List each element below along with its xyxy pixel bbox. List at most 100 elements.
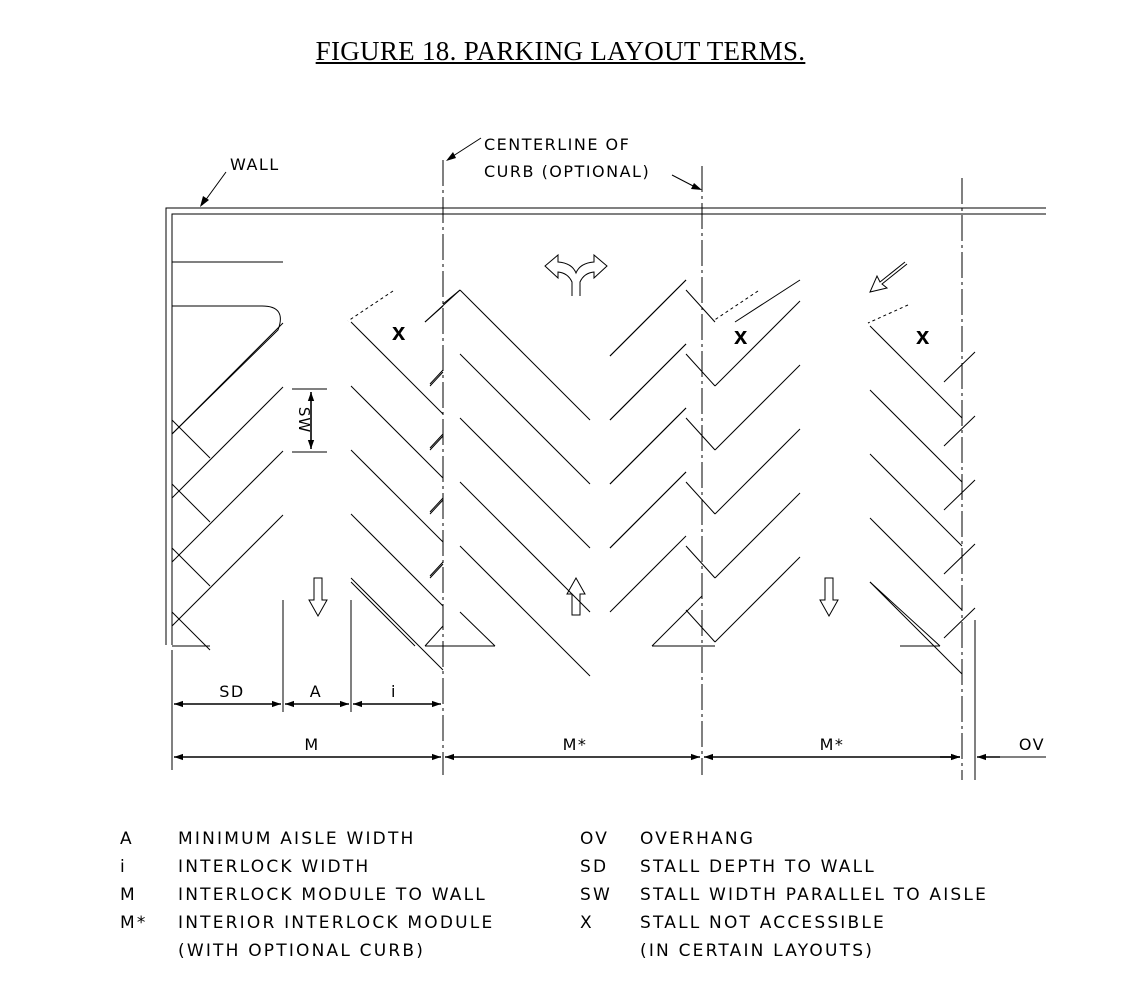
legend-code-m-star: M* xyxy=(120,913,148,933)
stall-line-54 xyxy=(714,492,801,579)
stall-line-48 xyxy=(685,481,716,515)
stall-line-40 xyxy=(609,407,687,485)
stall-line-28 xyxy=(429,433,444,449)
stall-line-42 xyxy=(609,535,687,613)
stall-line-47 xyxy=(685,417,716,451)
stall-width-dimension: SW xyxy=(292,388,327,453)
m-star-label-1: M* xyxy=(563,735,588,754)
legend-code-x: X xyxy=(580,913,594,933)
stall-line-65 xyxy=(943,415,976,447)
stall-lines xyxy=(171,279,976,677)
legend-text-m-star: INTERIOR INTERLOCK MODULE xyxy=(178,913,494,933)
legend-text-m: INTERLOCK MODULE TO WALL xyxy=(178,885,487,905)
centerline-label-line2: CURB (OPTIONAL) xyxy=(484,162,650,181)
stall-line-27 xyxy=(429,369,444,385)
stall-line-57 xyxy=(869,389,963,483)
legend-text-sd: STALL DEPTH TO WALL xyxy=(640,857,876,877)
stall-line-41 xyxy=(609,471,687,549)
stall-not-accessible-mark-3: x xyxy=(916,323,930,350)
stall-line-19 xyxy=(429,563,444,579)
stall-line-31 xyxy=(424,625,444,647)
wall-curb-end xyxy=(171,261,283,435)
stall-line-21 xyxy=(459,353,591,485)
stall-line-51 xyxy=(714,300,801,387)
legend-code-m: M xyxy=(120,885,137,905)
stall-line-29 xyxy=(429,497,444,513)
stall-line-39 xyxy=(609,343,687,421)
i-label: i xyxy=(391,682,397,701)
stall-line-9 xyxy=(350,321,444,415)
stall-line-12 xyxy=(350,513,444,607)
m-star-label-2: M* xyxy=(820,735,845,754)
stall-line-59 xyxy=(869,517,963,611)
stall-line-25 xyxy=(442,289,461,305)
stall-line-22 xyxy=(459,417,591,549)
aisle-arrow-down-2 xyxy=(819,577,839,618)
stall-line-4 xyxy=(171,419,211,459)
stall-line-45 xyxy=(685,289,716,323)
stall-line-3 xyxy=(171,514,284,627)
stall-line-2 xyxy=(171,450,284,563)
stall-line-53 xyxy=(714,428,801,515)
stall-line-6 xyxy=(171,547,211,587)
stall-line-14 xyxy=(350,581,416,647)
stall-line-63 xyxy=(869,581,941,647)
stall-line-58 xyxy=(869,453,963,547)
stall-line-46 xyxy=(685,353,716,387)
stall-not-accessible-mark-1: x xyxy=(392,319,406,346)
stall-line-49 xyxy=(685,545,716,579)
stall-line-66 xyxy=(943,479,976,511)
split-arrow-icon xyxy=(544,253,608,296)
legend-code-a: A xyxy=(120,829,134,849)
legend-text-a: MINIMUM AISLE WIDTH xyxy=(178,829,416,849)
stall-line-52 xyxy=(714,364,801,451)
stall-line-68 xyxy=(943,607,976,639)
stall-not-accessible-mark-2: x xyxy=(734,323,748,350)
stall-line-18 xyxy=(429,499,444,515)
stall-line-43 xyxy=(651,595,703,647)
stall-line-38 xyxy=(609,279,687,357)
legend-code-sw: SW xyxy=(580,885,612,905)
stall-line-33 xyxy=(459,611,496,647)
stall-line-26 xyxy=(424,305,444,323)
ov-label: OV xyxy=(1019,735,1045,754)
legend-code-i: i xyxy=(120,857,127,877)
stall-line-30 xyxy=(429,561,444,577)
legend-text-sw: STALL WIDTH PARALLEL TO AISLE xyxy=(640,885,988,905)
stall-line-5 xyxy=(171,483,211,523)
wall-callout: WALL xyxy=(200,155,280,207)
legend-text-x: STALL NOT ACCESSIBLE xyxy=(640,913,886,933)
a-label: A xyxy=(310,682,322,701)
stall-line-11 xyxy=(350,449,444,543)
stall-line-55 xyxy=(714,556,801,643)
stall-line-17 xyxy=(429,435,444,451)
sw-label: SW xyxy=(295,407,313,433)
centerlines xyxy=(442,160,963,780)
diagonal-arrow-icon xyxy=(869,261,908,293)
stall-line-23 xyxy=(459,481,591,613)
stall-line-67 xyxy=(943,543,976,575)
legend-text-ov: OVERHANG xyxy=(640,829,755,849)
stall-line-56 xyxy=(734,279,801,323)
legend: A MINIMUM AISLE WIDTH i INTERLOCK WIDTH … xyxy=(120,829,988,961)
aisle-arrow-down-1 xyxy=(308,577,328,618)
legend-cont-m-star: (WITH OPTIONAL CURB) xyxy=(178,941,425,961)
stall-line-61 xyxy=(869,325,963,419)
stall-line-13 xyxy=(350,577,444,671)
sd-label: SD xyxy=(219,682,244,701)
legend-cont-x: (IN CERTAIN LAYOUTS) xyxy=(640,941,874,961)
dotted-extension-lines xyxy=(347,290,909,324)
m-label: M xyxy=(304,735,319,754)
wall-label: WALL xyxy=(230,155,280,174)
aisle-arrow-up xyxy=(566,576,586,616)
stall-line-7 xyxy=(171,611,211,651)
stall-line-60 xyxy=(869,581,963,675)
stall-line-64 xyxy=(943,351,976,383)
figure-title: FIGURE 18. PARKING LAYOUT TERMS. xyxy=(315,36,806,66)
centerline-callout: CENTERLINE OF CURB (OPTIONAL) xyxy=(446,135,702,190)
stall-line-20 xyxy=(459,289,591,421)
stall-line-1 xyxy=(171,386,284,499)
legend-code-sd: SD xyxy=(580,857,608,877)
stall-line-50 xyxy=(685,609,716,643)
